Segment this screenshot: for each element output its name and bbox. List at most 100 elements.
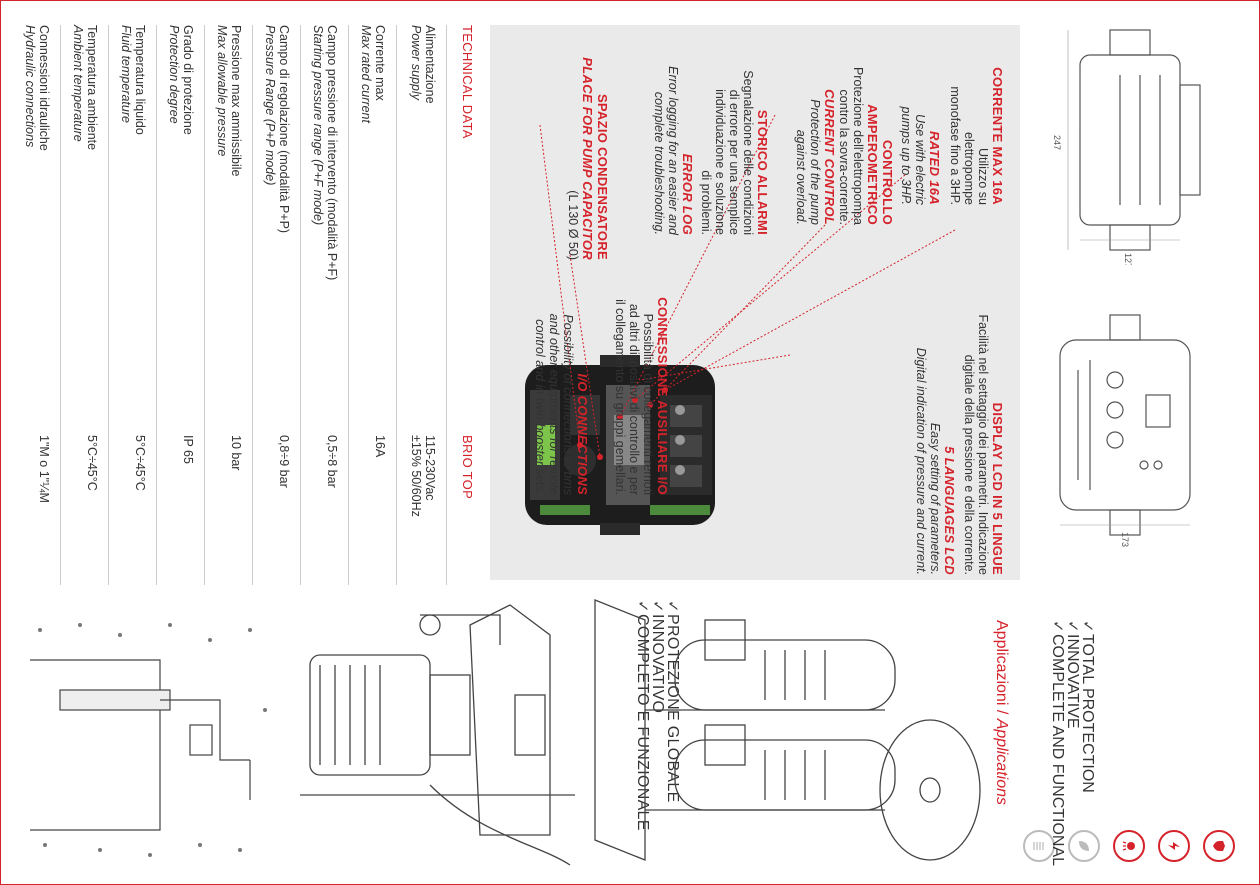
- check-icon: ✓: [1064, 620, 1081, 633]
- tech-label-it: Grado di protezione: [181, 25, 195, 135]
- callout-display-en-1: Easy setting of parameters.: [928, 422, 942, 575]
- callout-spazio-note: (L 130 Ø 50): [566, 190, 580, 260]
- callout-display: DISPLAY LCD IN 5 LINGUE Facilità nel set…: [914, 285, 1005, 575]
- callout-storico-en-2: complete troubleshooting.: [652, 91, 666, 235]
- tech-label-en: Fluid temperature: [119, 25, 133, 123]
- callout-corrente-it-3: monofase fino a 3HP.: [948, 86, 962, 205]
- feature-en-2: INNOVATIVE: [1064, 634, 1081, 729]
- callout-storico-it-3: individuazione e soluzione: [713, 89, 727, 235]
- callout-corrente-title: CORRENTE MAX 16A: [990, 67, 1005, 205]
- callout-storico-it-4: di problemi.: [699, 170, 713, 235]
- tech-label-en: Ambient temperature: [71, 25, 85, 142]
- callout-storico-it-2: di errore per una semplice: [727, 89, 741, 235]
- tech-value: 0,5÷8 bar: [325, 435, 339, 488]
- icon-column: [1023, 720, 1245, 870]
- callout-controllo-title-1: CONTROLLO: [880, 139, 895, 225]
- tech-value: 5°C÷45°C: [85, 435, 99, 491]
- callout-io-en: I/O CONNECTIONS Possibility of connectio…: [533, 255, 590, 495]
- specs-panel: CORRENTE MAX 16A Utilizzo su elettropomp…: [490, 25, 1020, 580]
- tech-value-2: ±15% 50/60Hz: [409, 435, 423, 517]
- technical-data-table: TECHNICAL DATA BRIO TOP Alimentazione Po…: [5, 25, 475, 585]
- tech-label-it: Connessioni idrauliche: [37, 25, 51, 151]
- controller-board-image: [525, 355, 715, 535]
- tech-model: BRIO TOP: [460, 435, 475, 500]
- tech-divider: [348, 25, 349, 585]
- check-icon: ✓: [1079, 620, 1096, 633]
- tech-value: 5°C÷45°C: [133, 435, 147, 491]
- tech-label-it: Campo di regolazione (modalità P+P): [277, 25, 291, 234]
- callout-display-en-2: Digital indication of pressure and curre…: [914, 347, 928, 575]
- manual-icon: [1023, 830, 1055, 862]
- callout-storico-title-en: ERROR LOG: [680, 153, 695, 235]
- tech-header: TECHNICAL DATA: [460, 25, 475, 139]
- tech-label-en: Max rated current: [359, 25, 373, 123]
- callout-display-title: DISPLAY LCD IN 5 LINGUE: [990, 402, 1005, 575]
- pump-installation-image: [300, 604, 575, 866]
- callout-corrente-it-1: Utilizzo su: [976, 148, 990, 205]
- tech-label-en: Max allowable pressure: [215, 25, 229, 157]
- callout-controllo-en-2: against overload.: [794, 129, 808, 225]
- tech-divider: [396, 25, 397, 585]
- callout-corrente-en-1: Use with electric: [913, 114, 927, 205]
- tech-label-en: Power supply: [409, 25, 423, 101]
- tech-value: 1"M o 1"¼M: [37, 435, 51, 503]
- callout-io-en-2: and other equipments for remote: [547, 313, 561, 495]
- front-view-drawing: 173: [1059, 314, 1191, 547]
- callout-spazio: SPAZIO CONDENSATORE PLACE FOR PUMP CAPAC…: [566, 30, 610, 260]
- shield-icon: [1203, 830, 1235, 862]
- tech-value: IP 65: [181, 435, 195, 464]
- tech-divider: [252, 25, 253, 585]
- tech-label-en: Starting pressure range (P+F mode): [311, 25, 325, 226]
- shower-icon: [1113, 830, 1145, 862]
- callout-controllo-title-en: CURRENT CONTROL: [822, 89, 837, 225]
- tech-divider: [156, 25, 157, 585]
- tech-divider: [446, 25, 447, 585]
- callout-io-it-2: ad altri dispositivi di controllo e per: [627, 303, 641, 495]
- callout-controllo: CONTROLLO AMPEROMETRICO Protezione dell'…: [794, 35, 895, 225]
- tech-label-en: Protection degree: [167, 25, 181, 124]
- applications-label-it: Applicazioni /: [993, 620, 1010, 719]
- applications-label-en: Applications: [993, 718, 1010, 805]
- check-icon: ✓: [1049, 620, 1066, 633]
- callout-io-en-3: control and in twin booster sets.: [533, 319, 547, 495]
- callout-display-title-en: 5 LANGUAGES LCD: [942, 446, 957, 575]
- callout-io-it-1: Possibilità di collegamenti remoti: [641, 313, 655, 495]
- tech-label-it: Campo pressione di intervento (modalità …: [325, 25, 339, 281]
- dim-depth-label: 127: [1123, 253, 1133, 265]
- tech-value: 16A: [373, 435, 387, 458]
- callout-controllo-en-1: Protection of the pump: [808, 99, 822, 225]
- leaf-icon: [1068, 830, 1100, 862]
- callout-controllo-it-1: Protezione dell'elettropompa: [851, 66, 865, 225]
- feature-en-3: COMPLETE AND FUNCTIONAL: [1049, 634, 1066, 867]
- tech-label-it: Corrente max: [373, 25, 387, 101]
- callout-spazio-title-1: SPAZIO CONDENSATORE: [595, 93, 610, 260]
- callout-corrente-it-2: elettropompe: [962, 132, 976, 205]
- callout-corrente-en-2: pumps up to 3HP.: [899, 106, 913, 205]
- callout-io-en-1: Possibility of connections to bms: [561, 314, 575, 495]
- tech-divider: [60, 25, 61, 585]
- tech-label-en: Pressure Range (P+P mode): [263, 25, 277, 186]
- callout-display-it-2: digitale della pressione e della corrent…: [962, 354, 976, 575]
- tech-divider: [204, 25, 205, 585]
- callout-io: CONNESSIONE AUSILIARE I/O Possibilità di…: [613, 255, 670, 495]
- callout-storico-en-1: Error logging for an easier and: [666, 66, 680, 235]
- tech-value: 115-230Vac: [423, 435, 437, 501]
- callout-display-it-1: Facilità nel settaggio dei parametri. In…: [976, 314, 990, 575]
- callout-corrente: CORRENTE MAX 16A Utilizzo su elettropomp…: [899, 45, 1005, 205]
- callout-io-it-3: il collegamento su gruppi gemellari.: [613, 299, 627, 495]
- tech-value: 0,8÷9 bar: [277, 435, 291, 488]
- tech-divider: [300, 25, 301, 585]
- tech-label-it: Alimentazione: [423, 25, 437, 104]
- callout-storico: STORICO ALLARMI Segnalazione delle condi…: [652, 35, 770, 235]
- leader-lines: [539, 114, 956, 460]
- tech-divider: [108, 25, 109, 585]
- well-installation-image: [30, 623, 267, 857]
- callout-controllo-it-2: contro la sovra-corrente.: [837, 89, 851, 225]
- tech-label-it: Pressione max ammissibile: [229, 25, 243, 177]
- tech-label-it: Temperatura ambiente: [85, 25, 99, 151]
- callout-storico-it-1: Segnalazione delle condizioni: [741, 70, 755, 235]
- callout-io-title: CONNESSIONE AUSILIARE I/O: [655, 297, 670, 495]
- lightning-icon: [1158, 830, 1190, 862]
- dim-height-label: 247: [1052, 135, 1062, 150]
